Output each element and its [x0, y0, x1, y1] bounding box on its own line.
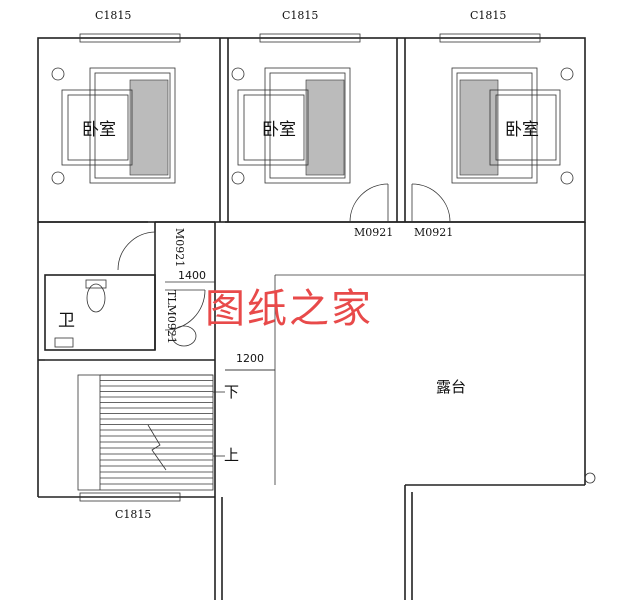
- watermark: 图纸之家: [205, 286, 373, 332]
- door-label-middle: M0921: [354, 226, 393, 239]
- dimension-1200: 1200: [236, 352, 264, 365]
- doors: [117, 183, 451, 331]
- room-bathroom: 卫: [58, 311, 75, 331]
- window-label-top-middle: C1815: [282, 9, 318, 22]
- bed-right: [451, 67, 574, 185]
- room-bedroom-left: 卧室: [82, 120, 116, 140]
- stair-break-line: [147, 424, 167, 471]
- bed-left: [51, 67, 176, 185]
- window-label-bottom: C1815: [115, 508, 151, 521]
- stair-outline: [77, 374, 214, 491]
- dimension-1400: 1400: [178, 269, 206, 282]
- bathroom-fixtures: [54, 279, 197, 348]
- door-label-toilet: TLM0921: [165, 290, 178, 344]
- stair-up-label: 上: [224, 446, 239, 464]
- stair-down-label: 下: [224, 383, 239, 401]
- exterior-walls: [37, 37, 586, 600]
- staircase: [77, 374, 225, 491]
- bed-middle: [231, 67, 351, 185]
- window-label-top-right: C1815: [470, 9, 506, 22]
- room-bedroom-middle: 卧室: [262, 120, 296, 140]
- room-bedroom-right: 卧室: [505, 120, 539, 140]
- dimension-lines: [165, 281, 275, 371]
- room-terrace: 露台: [436, 378, 466, 396]
- door-label-right: M0921: [414, 226, 453, 239]
- window-label-top-left: C1815: [95, 9, 131, 22]
- door-label-stair-side: M0921: [173, 228, 186, 267]
- window-marks: [79, 33, 541, 502]
